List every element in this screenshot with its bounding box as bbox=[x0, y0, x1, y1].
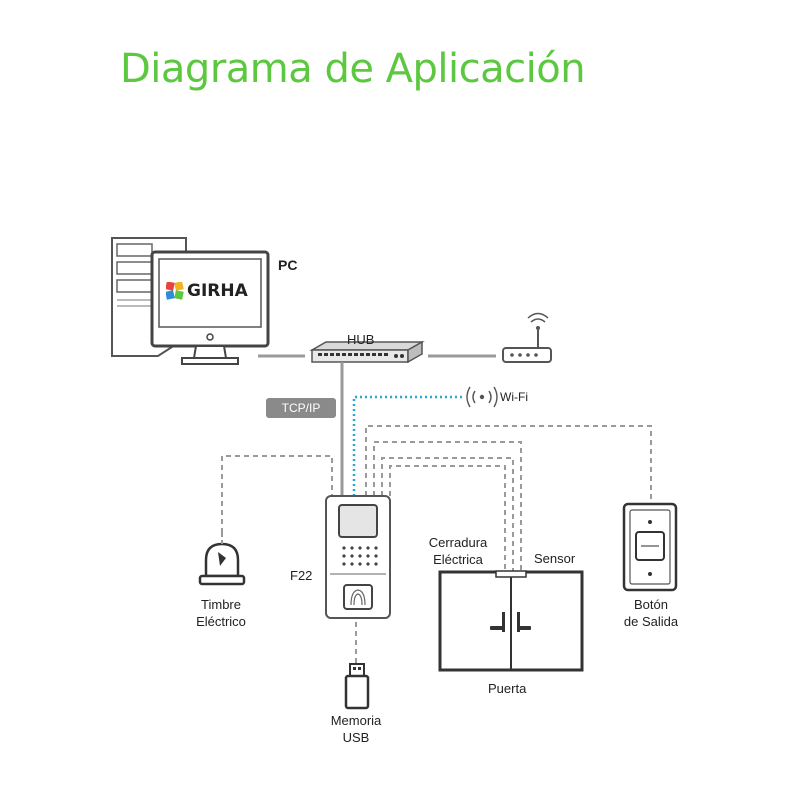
page-title: Diagrama de Aplicación bbox=[120, 46, 586, 92]
label-f22: F22 bbox=[290, 568, 313, 583]
girha-brand-name: GIRHA bbox=[187, 281, 248, 301]
label-hub: HUB bbox=[347, 332, 375, 347]
wifi-signal-icon bbox=[466, 386, 498, 408]
door-icon bbox=[438, 570, 584, 672]
label-wifi: Wi-Fi bbox=[500, 390, 528, 404]
girha-logo: GIRHA bbox=[166, 281, 248, 301]
label-puerta: Puerta bbox=[488, 681, 527, 696]
exit-button-icon bbox=[622, 502, 678, 592]
usb-stick-icon bbox=[344, 663, 370, 710]
hub-switch-icon bbox=[309, 340, 425, 364]
f22-terminal-icon bbox=[325, 495, 391, 619]
label-tcpip: TCP/IP bbox=[266, 398, 336, 418]
bell-siren-icon bbox=[198, 533, 246, 586]
monitor-icon bbox=[150, 250, 270, 365]
label-memoria-usb: Memoria USB bbox=[330, 713, 382, 745]
label-pc: PC bbox=[278, 257, 298, 273]
girha-logo-icon bbox=[166, 282, 184, 300]
router-icon bbox=[502, 312, 552, 363]
label-sensor: Sensor bbox=[534, 551, 576, 566]
label-boton: Botón de Salida bbox=[623, 597, 679, 629]
label-cerradura: Cerradura Eléctrica bbox=[428, 535, 488, 567]
label-timbre: Timbre Eléctrico bbox=[196, 597, 246, 629]
